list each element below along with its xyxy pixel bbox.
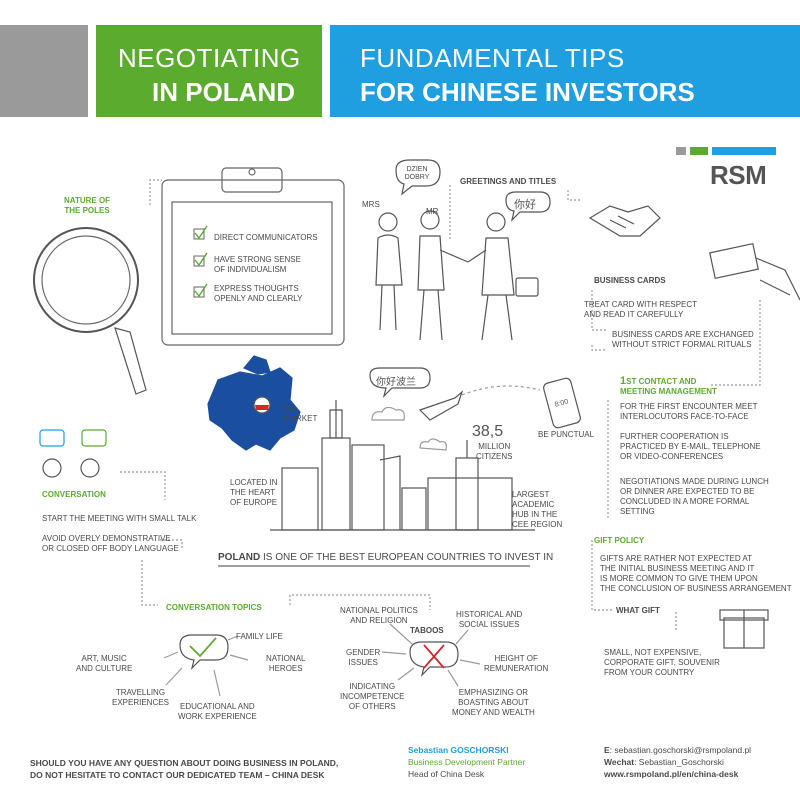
population-label: MILLION CITIZENS xyxy=(476,442,513,461)
phone-clock-icon xyxy=(543,377,581,429)
heart-of-europe-label: LOCATED IN THE HEART OF EUROPE xyxy=(230,478,278,507)
business-cards-tip-2: BUSINESS CARDS ARE EXCHANGED WITHOUT STR… xyxy=(612,330,754,349)
be-punctual-label: BE PUNCTUAL xyxy=(538,430,595,439)
website-link[interactable]: www.rsmpoland.pl/en/china-desk xyxy=(604,769,739,779)
conversation-title: CONVERSATION xyxy=(42,490,106,499)
header-left-line1: NEGOTIATING xyxy=(118,43,301,73)
taboo-incompetence: INDICATING INCOMPETENCE OF OTHERS xyxy=(340,682,405,711)
taboo-politics: NATIONAL POLITICS AND RELIGION xyxy=(340,606,418,625)
conversation-topics-title: CONVERSATION TOPICS xyxy=(166,603,262,612)
header-right-line1: FUNDAMENTAL TIPS xyxy=(360,43,625,73)
handshake-icon xyxy=(588,205,661,237)
first-contact-p1: FOR THE FIRST ENCOUNTER MEET INTERLOCUTO… xyxy=(620,402,758,421)
conversation-faces-icon xyxy=(39,429,107,478)
header-title-right: FUNDAMENTAL TIPS FOR CHINESE INVESTORS xyxy=(330,25,800,117)
population-number: 38,5 xyxy=(472,423,504,440)
nature-item-1: DIRECT COMMUNICATORS xyxy=(214,233,318,242)
rsm-logo: RSM xyxy=(710,160,767,190)
business-cards-title: BUSINESS CARDS xyxy=(594,276,666,285)
chinese-greeting-bubble: 你好 xyxy=(514,199,536,211)
footer-contact-details: E: sebastian.goschorski@rsmpoland.pl Wec… xyxy=(604,745,752,779)
topic-family-life: FAMILY LIFE xyxy=(236,632,283,641)
topic-travelling: TRAVELLING EXPERIENCES xyxy=(112,688,169,707)
business-cards-tip-1: TREAT CARD WITH RESPECT AND READ IT CARE… xyxy=(584,300,698,319)
taboo-history: HISTORICAL AND SOCIAL ISSUES xyxy=(456,610,523,629)
mrs-label: MRS xyxy=(362,200,380,209)
greeting-bubble-text: DZIEN DOBRY xyxy=(404,166,430,181)
logo-bars xyxy=(676,147,776,155)
airplane-icon xyxy=(418,385,541,421)
topic-art: ART, MUSIC AND CULTURE xyxy=(76,654,133,673)
header-grey-block xyxy=(0,25,88,117)
gift-policy-text: GIFTS ARE RATHER NOT EXPECTED AT THE INI… xyxy=(600,554,792,593)
taboo-remuneration: HEIGHT OF REMUNERATION xyxy=(484,654,549,673)
clipboard-icon xyxy=(161,167,345,346)
mr-label: MR xyxy=(426,207,439,216)
academic-hub-label: LARGEST ACADEMIC HUB IN THE CEE REGION xyxy=(512,490,563,529)
gift-policy-title: GIFT POLICY xyxy=(594,536,645,545)
email-link[interactable]: : sebastian.goschorski@rsmpoland.pl xyxy=(609,745,752,755)
business-card-icon xyxy=(709,242,800,301)
conversation-tip-1: START THE MEETING WITH SMALL TALK xyxy=(42,514,197,523)
poland-banner: POLAND IS ONE OF THE BEST EUROPEAN COUNT… xyxy=(218,552,554,563)
footer-question: SHOULD YOU HAVE ANY QUESTION ABOUT DOING… xyxy=(30,758,339,780)
people-greeting-icon xyxy=(375,210,539,341)
taboos-cross-bubble-icon xyxy=(409,641,459,677)
topic-national-heroes: NATIONAL HEROES xyxy=(266,654,306,673)
nature-title: NATURE OF THE POLES xyxy=(64,196,111,215)
topics-check-bubble-icon xyxy=(179,634,229,670)
taboo-gender: GENDER ISSUES xyxy=(346,648,381,667)
conversation-tip-2: AVOID OVERLY DEMONSTRATIVE OR CLOSED OFF… xyxy=(42,534,179,553)
header-right-line2: FOR CHINESE INVESTORS xyxy=(360,77,695,107)
nature-item-2: HAVE STRONG SENSE OF INDIVIDUALISM xyxy=(214,255,301,274)
nature-item-3: EXPRESS THOUGHTS OPENLY AND CLEARLY xyxy=(214,284,303,303)
first-contact-p2: FURTHER COOPERATION IS PRACTICED BY E-MA… xyxy=(620,432,761,461)
first-contact-p3: NEGOTIATIONS MADE DURING LUNCH OR DINNER… xyxy=(620,477,769,516)
magnifier-icon xyxy=(33,227,147,395)
eu-market-label: EU MARKET xyxy=(284,404,318,423)
header-left-line2: IN POLAND xyxy=(152,77,295,107)
chinese-hello-poland-bubble: 你好波兰 xyxy=(376,377,416,388)
footer-contact-person: Sebastian GOSCHORSKI Business Developmen… xyxy=(408,745,526,779)
clock-text: 8:00 xyxy=(554,398,569,408)
city-skyline-icon xyxy=(270,400,535,531)
topic-education: EDUCATIONAL AND WORK EXPERIENCE xyxy=(178,702,257,721)
taboos-title: TABOOS xyxy=(410,626,444,635)
taboo-boasting: EMPHASIZING OR BOASTING ABOUT MONEY AND … xyxy=(452,688,535,717)
header-title-left: NEGOTIATING IN POLAND xyxy=(96,25,322,117)
gift-box-icon xyxy=(719,609,769,649)
what-gift-text: SMALL, NOT EXPENSIVE, CORPORATE GIFT, SO… xyxy=(604,648,720,677)
greetings-title: GREETINGS AND TITLES xyxy=(460,177,557,186)
eu-map-icon xyxy=(207,355,301,451)
first-contact-title: 1ST CONTACT AND MEETING MANAGEMENT xyxy=(620,375,717,397)
what-gift-title: WHAT GIFT xyxy=(616,606,660,615)
